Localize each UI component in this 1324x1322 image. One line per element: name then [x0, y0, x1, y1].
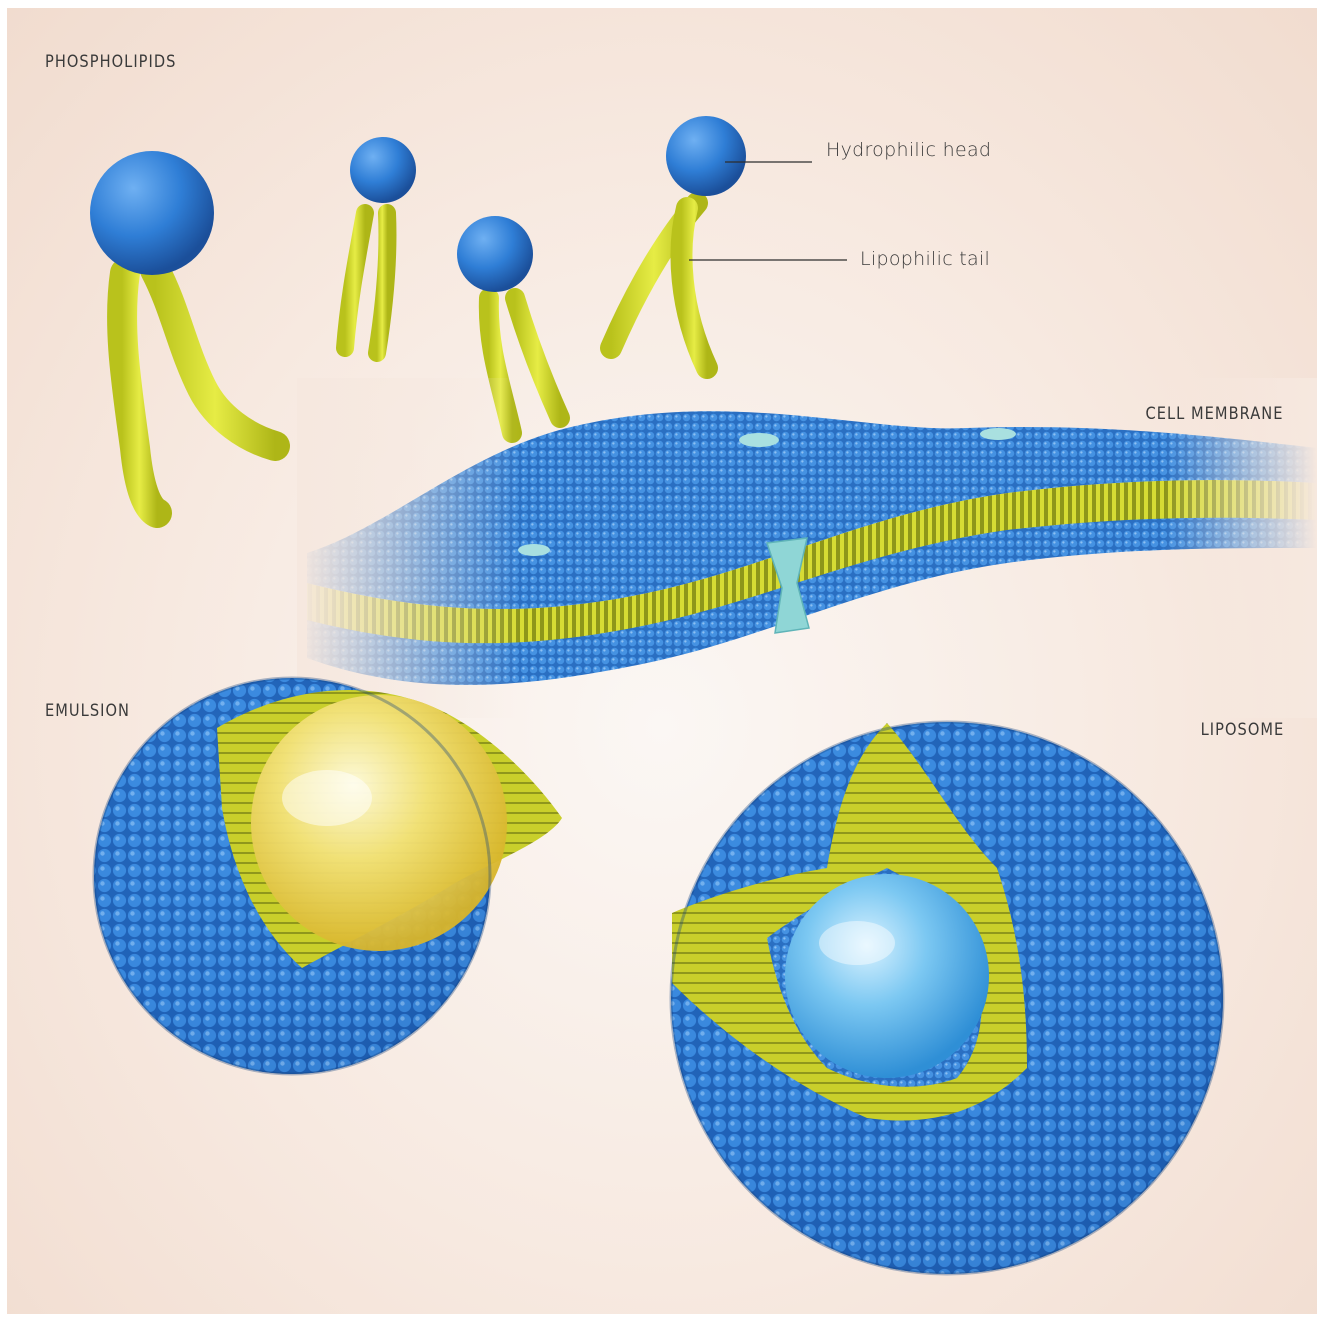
- phospholipids-label: PHOSPHOLIPIDS: [45, 52, 176, 72]
- illustration-frame: PHOSPHOLIPIDS CELL MEMBRANE EMULSION LIP…: [7, 8, 1317, 1314]
- phospholipid-small-3: [611, 116, 746, 368]
- liposome-label: LIPOSOME: [1200, 720, 1284, 740]
- phospholipid-large: [90, 151, 275, 513]
- emulsion-sphere: [94, 678, 562, 1074]
- lipophilic-tail-callout: Lipophilic tail: [860, 248, 990, 270]
- phospholipid-small-1: [345, 137, 416, 353]
- cell-membrane-label: CELL MEMBRANE: [1146, 404, 1284, 424]
- cell-membrane-bilayer: [297, 378, 1317, 718]
- hydrophilic-head-callout: Hydrophilic head: [826, 139, 991, 161]
- phospholipid-structures-art: [7, 8, 1317, 1314]
- emulsion-label: EMULSION: [45, 701, 130, 721]
- liposome-sphere: [671, 722, 1223, 1274]
